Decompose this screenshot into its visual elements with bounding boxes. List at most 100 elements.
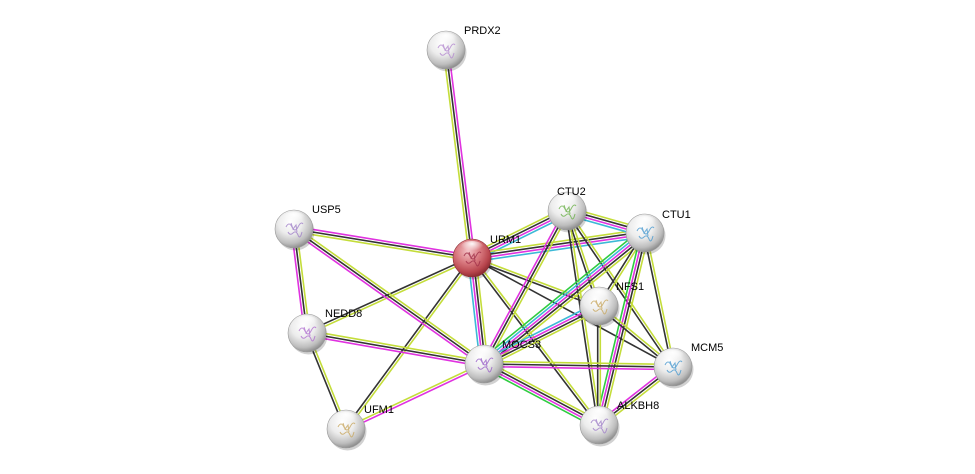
edge-line-coexpression	[293, 228, 485, 365]
edge-line-experiments	[472, 233, 646, 261]
edge-line-coexpression	[445, 49, 473, 259]
edge-line-experiments	[481, 209, 566, 364]
edge-urm1-mcm5[interactable]	[471, 257, 674, 368]
edge-line-coexpression	[642, 233, 673, 368]
node-nfs1[interactable]: NFS1	[579, 281, 644, 328]
edge-line-coexpression	[471, 257, 674, 368]
edge-line-experiments	[483, 304, 599, 364]
edge-line-textmining	[567, 209, 675, 367]
edge-line-databases	[481, 301, 598, 362]
node-mocs3[interactable]: MOCS3	[464, 339, 541, 386]
edge-line-experiments	[346, 364, 485, 431]
edge-nedd8-mocs3[interactable]	[306, 329, 485, 368]
edge-line-experiments	[596, 232, 645, 425]
edges-layer	[290, 49, 676, 431]
edge-line-textmining	[485, 308, 602, 369]
node-highlight	[633, 216, 657, 230]
edge-ctu1-alkbh8[interactable]	[594, 231, 650, 427]
edge-line-coexpression	[483, 363, 674, 368]
node-highlight	[661, 350, 685, 364]
edge-line-textmining	[484, 360, 674, 366]
node-highlight	[295, 316, 319, 330]
edge-line-experiments	[483, 365, 673, 371]
edge-line-textmining	[471, 228, 645, 255]
edge-line-coexpression	[599, 233, 648, 426]
node-highlight	[460, 241, 484, 255]
edge-line-experiments	[447, 49, 476, 258]
edge-line-coexpression	[483, 210, 568, 365]
node-ctu2[interactable]: CTU2	[547, 186, 588, 233]
edge-line-coexpression	[293, 228, 473, 259]
edge-nfs1-mocs3[interactable]	[481, 301, 602, 369]
node-highlight	[334, 412, 358, 426]
edge-line-databases	[472, 236, 646, 263]
node-label: URM1	[490, 234, 521, 246]
edge-line-neighborhood	[480, 228, 643, 361]
edge-line-textmining	[485, 211, 570, 366]
node-label: CTU2	[557, 186, 586, 198]
edge-line-experiments	[483, 232, 646, 365]
node-ctu1[interactable]: CTU1	[625, 209, 691, 255]
edge-line-databases	[481, 230, 644, 363]
node-mcm5[interactable]: MCM5	[653, 342, 723, 389]
node-highlight	[587, 289, 611, 303]
edge-ctu1-mocs3[interactable]	[480, 228, 649, 369]
edge-usp5-mocs3[interactable]	[292, 226, 486, 367]
edge-line-coexpression	[484, 306, 600, 366]
node-ufm1[interactable]: UFM1	[326, 404, 394, 451]
node-label: NEDD8	[325, 308, 362, 320]
edge-line-coexpression	[471, 230, 645, 258]
edge-urm1-ctu1[interactable]	[471, 228, 646, 263]
node-highlight	[472, 347, 496, 361]
edge-urm1-nedd8[interactable]	[306, 256, 473, 335]
edge-line-coexpression	[484, 362, 600, 425]
edge-line-textmining	[307, 329, 485, 363]
edge-urm1-usp5[interactable]	[293, 225, 473, 262]
edge-line-textmining	[486, 236, 649, 369]
node-label: CTU1	[662, 209, 691, 221]
node-highlight	[434, 33, 458, 47]
edge-urm1-ufm1[interactable]	[344, 256, 474, 431]
edge-line-experiments	[483, 364, 599, 427]
edge-ufm1-mocs3[interactable]	[345, 362, 485, 431]
node-label: MCM5	[691, 342, 723, 354]
edge-line-textmining	[293, 230, 472, 262]
edge-line-coexpression	[306, 256, 472, 333]
edge-mocs3-alkbh8[interactable]	[481, 359, 602, 430]
node-nedd8[interactable]: NEDD8	[287, 308, 362, 355]
edge-line-textmining	[345, 362, 484, 429]
edge-line-textmining	[645, 232, 676, 367]
node-label: USP5	[312, 204, 341, 216]
edge-line-experiments	[292, 230, 483, 367]
edge-line-textmining	[346, 258, 474, 431]
edge-line-neighborhood	[594, 231, 642, 425]
node-label: UFM1	[364, 404, 394, 416]
edge-urm1-prdx2[interactable]	[442, 49, 476, 259]
edge-ctu1-mcm5[interactable]	[642, 232, 676, 368]
node-highlight	[555, 194, 579, 208]
edge-line-coexpression	[485, 234, 648, 367]
edge-line-textmining	[485, 359, 602, 423]
edge-line-coexpression	[344, 256, 472, 429]
node-highlight	[282, 212, 306, 226]
node-label: ALKBH8	[617, 400, 659, 412]
edge-line-experiments	[294, 225, 473, 257]
edge-ctu2-mcm5[interactable]	[565, 209, 675, 369]
edge-line-experiments	[306, 334, 484, 368]
edge-mocs3-mcm5[interactable]	[483, 360, 674, 371]
edge-line-neighborhood	[481, 366, 598, 430]
node-label: MOCS3	[502, 339, 541, 351]
edge-line-coexpression	[306, 332, 485, 365]
node-usp5[interactable]: USP5	[274, 204, 341, 251]
node-urm1[interactable]: URM1	[452, 234, 521, 280]
node-alkbh8[interactable]: ALKBH8	[579, 400, 659, 447]
edge-line-coexpression	[471, 258, 599, 308]
node-prdx2[interactable]: PRDX2	[426, 25, 501, 72]
edge-line-textmining	[442, 50, 471, 259]
edge-ctu2-mocs3[interactable]	[481, 209, 570, 366]
node-label: NFS1	[616, 281, 644, 293]
edge-line-coexpression	[565, 211, 673, 369]
node-highlight	[587, 408, 611, 422]
